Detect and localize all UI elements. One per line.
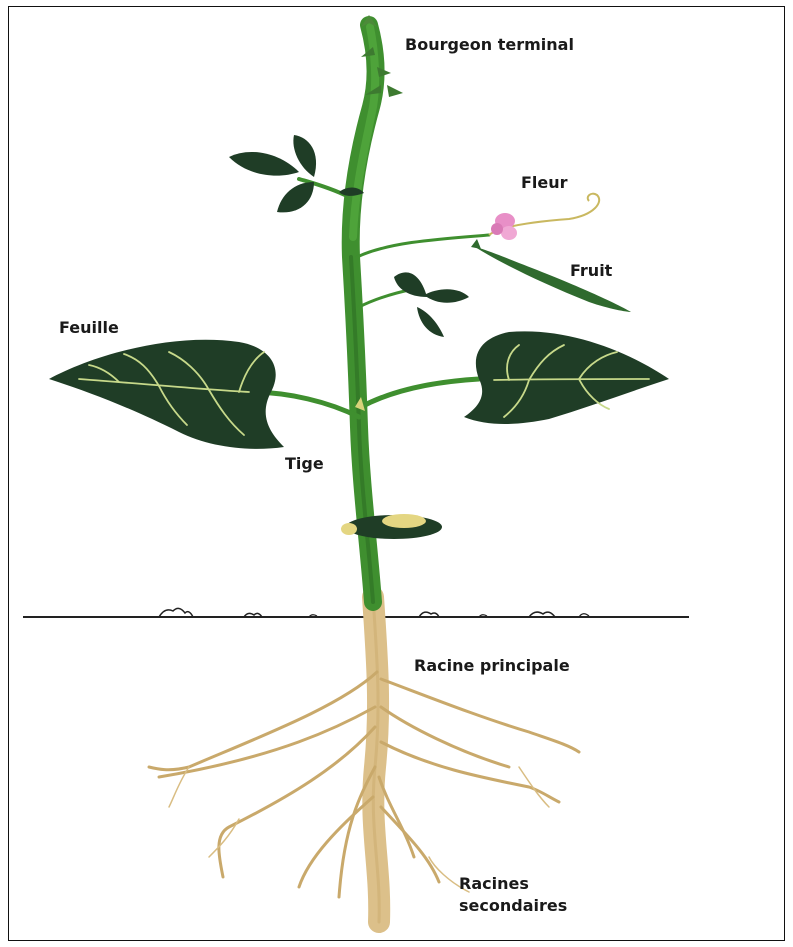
label-racines-secondaires-line2: secondaires (459, 895, 567, 917)
mid-leaves (394, 272, 469, 337)
label-feuille: Feuille (59, 318, 119, 338)
label-fruit: Fruit (570, 261, 612, 281)
label-fleur: Fleur (521, 173, 568, 193)
big-right-leaf (464, 331, 669, 424)
stem (249, 25, 489, 602)
label-racines-secondaires: Racines secondaires (459, 873, 567, 917)
bean-plant-illustration (9, 7, 785, 941)
label-racine-principale: Racine principale (414, 656, 570, 676)
label-racines-secondaires-line1: Racines (459, 873, 567, 895)
flower (489, 194, 599, 240)
label-tige: Tige (285, 454, 324, 474)
soil-line (23, 608, 689, 617)
label-bourgeon-terminal: Bourgeon terminal (405, 35, 574, 55)
big-left-leaf (49, 340, 284, 449)
diagram-frame: Bourgeon terminal Fleur Fruit Feuille Ti… (8, 6, 785, 941)
upper-left-leaves (229, 135, 364, 212)
